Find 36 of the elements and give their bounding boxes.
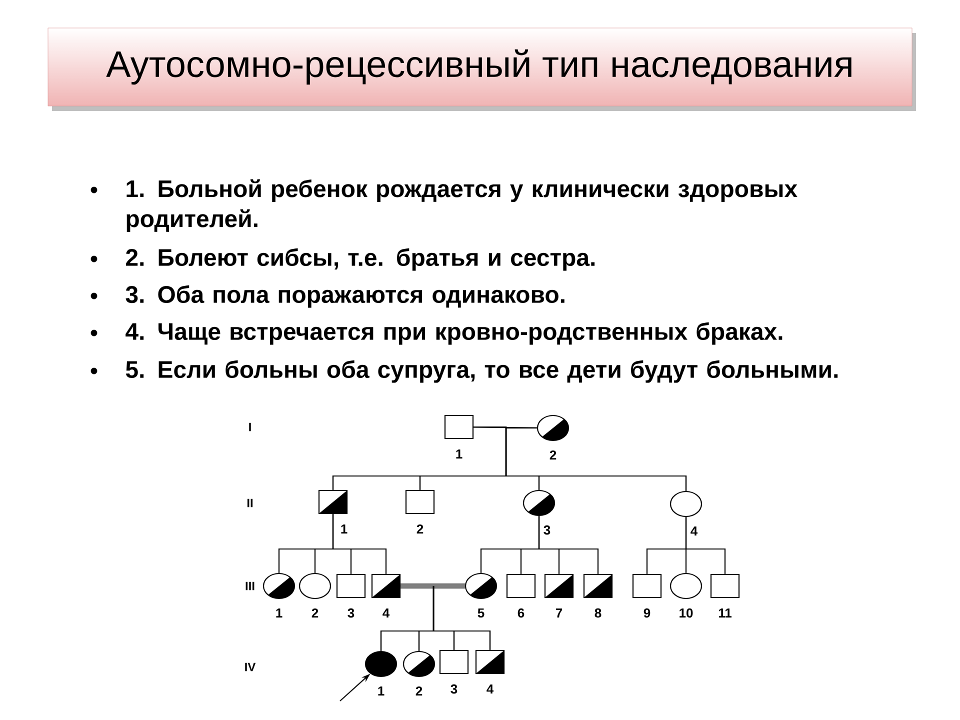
- individual-number: 2: [416, 686, 422, 696]
- individual-number: 2: [312, 608, 318, 618]
- individual-number: 4: [486, 684, 494, 694]
- descent-line: [432, 585, 491, 650]
- individual-number: 10: [680, 608, 693, 618]
- individual-number: 3: [544, 525, 550, 535]
- descent-line: [332, 514, 387, 574]
- marriage-line: [400, 584, 465, 588]
- individual-number: 2: [416, 524, 424, 534]
- individual-number: 7: [556, 608, 562, 618]
- generation-label: I: [249, 422, 251, 432]
- generation-label: II: [247, 498, 253, 508]
- individual-number: 5: [478, 608, 484, 618]
- descent-line: [505, 427, 687, 491]
- individual-number: 9: [644, 608, 650, 618]
- individual-number: 3: [450, 684, 458, 694]
- individual-number: 3: [348, 608, 354, 618]
- individual-number: 11: [718, 608, 732, 618]
- individual-number: 4: [382, 608, 390, 618]
- individual-number: 1: [341, 524, 348, 534]
- individual-number: 1: [378, 686, 384, 696]
- list-item: 1. Больной ребенок рождается у клинически здоровых родителей.: [126, 179, 798, 232]
- individual-number: 6: [518, 608, 524, 618]
- list-item: 5. Если больны оба супруга, то все дети будут больными.: [126, 360, 838, 383]
- list-item: 2. Болеют сибсы, т.е. братья и сестра.: [126, 248, 595, 271]
- individual-number: 4: [690, 526, 698, 536]
- generation-label: IV: [245, 662, 256, 672]
- individual-number: 1: [456, 450, 462, 458]
- list-item: 4. Чаще встречается при кровно-родственных браках.: [126, 322, 782, 345]
- list-item: 3. Оба пола поражаются одинаково.: [126, 285, 564, 308]
- individual-number: 2: [550, 450, 556, 460]
- title-box: Аутосомно-рецессивный тип наследования: [48, 28, 916, 111]
- individual-number: 1: [276, 608, 282, 618]
- individual-number: 8: [594, 608, 602, 618]
- descent-line: [685, 517, 726, 574]
- descent-line: [538, 516, 599, 574]
